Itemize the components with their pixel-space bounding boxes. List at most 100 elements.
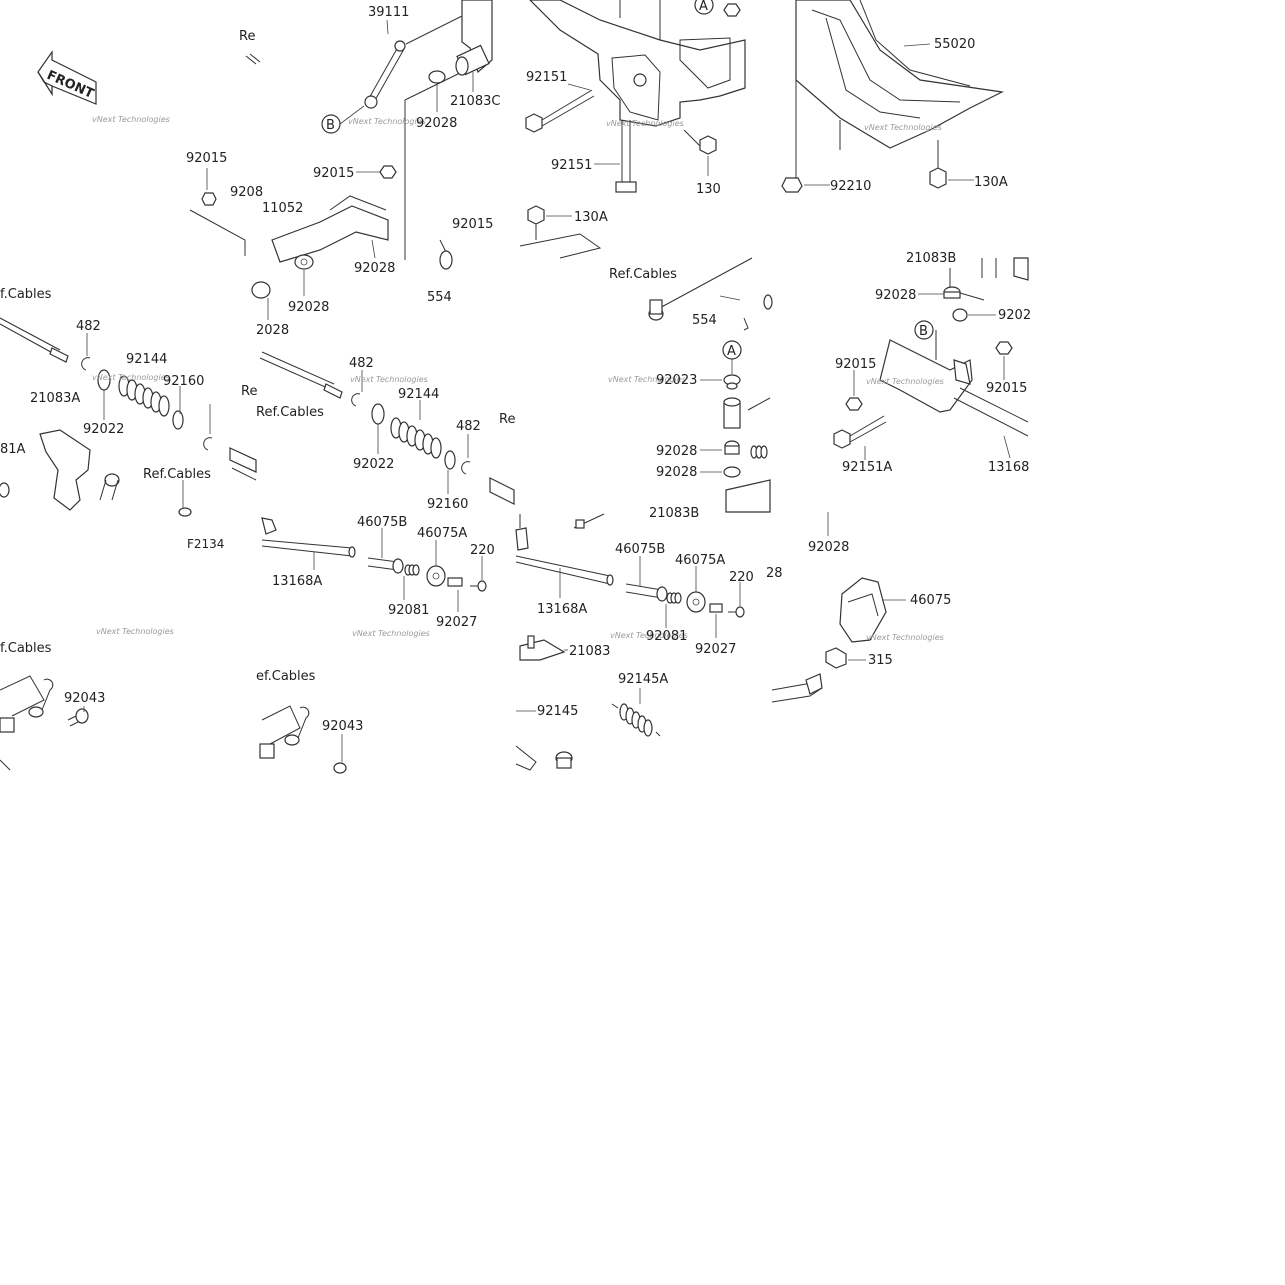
part-label: 92027 — [695, 642, 736, 657]
circle-marker-b-mid-label: B — [919, 324, 928, 339]
part-label: 92151 — [551, 158, 592, 173]
watermark: vNext Technologies — [350, 375, 428, 384]
part-label: f.Cables — [0, 287, 52, 302]
watermark: vNext Technologies — [866, 633, 944, 642]
watermark: vNext Technologies — [610, 631, 688, 640]
part-label: 92015 — [835, 357, 876, 372]
part-label: 92151A — [842, 460, 892, 475]
part-label: 92144 — [126, 352, 167, 367]
part-label: Ref.Cables — [609, 267, 677, 282]
part-label: 21083B — [649, 506, 699, 521]
clevis-assembly-middle — [259, 705, 347, 774]
watermark: vNext Technologies — [606, 119, 684, 128]
part-label: 130 — [696, 182, 721, 197]
part-label: 130A — [974, 175, 1008, 190]
part-label: 554 — [692, 313, 717, 328]
circle-marker-a-top: A — [694, 0, 741, 17]
part-label: 39111 — [368, 5, 409, 20]
part-label: 92015 — [186, 151, 227, 166]
watermark: vNext Technologies — [92, 373, 170, 382]
clevis-assembly-left — [0, 675, 89, 771]
skid-plate-55020 — [781, 0, 1004, 193]
part-label: 92043 — [64, 691, 105, 706]
watermark: vNext Technologies — [608, 375, 686, 384]
part-label: Re — [239, 29, 255, 44]
part-label: 13168A — [537, 602, 587, 617]
part-label: 220 — [470, 543, 495, 558]
part-label: 92015 — [313, 166, 354, 181]
part-label: 92081 — [388, 603, 429, 618]
watermark: vNext Technologies — [866, 377, 944, 386]
circle-marker-a-mid: A — [722, 340, 742, 374]
part-label: 11052 — [262, 201, 303, 216]
part-label: 92081 — [646, 629, 687, 644]
part-label: 92144 — [398, 387, 439, 402]
part-label: 46075A — [417, 526, 467, 541]
shaft-assembly-middle — [515, 513, 745, 638]
pedal-lever-assembly — [515, 635, 661, 771]
part-label: 92028 — [808, 540, 849, 555]
circle-marker-a-label: A — [699, 0, 708, 14]
part-label: 92015 — [986, 381, 1027, 396]
part-label: 92022 — [353, 457, 394, 472]
part-label: 2028 — [256, 323, 289, 338]
part-label: 92151 — [526, 70, 567, 85]
part-label: 46075B — [615, 542, 665, 557]
part-label: 28 — [766, 566, 783, 581]
part-label: 482 — [349, 356, 374, 371]
part-label: 21083B — [906, 251, 956, 266]
part-label: 9202 — [998, 308, 1031, 323]
part-label: 92028 — [416, 116, 457, 131]
part-label: 130A — [574, 210, 608, 225]
part-label: 81A — [0, 442, 26, 457]
shaft-assembly-left — [261, 517, 487, 612]
part-label: 92028 — [875, 288, 916, 303]
part-label: 46075 — [910, 593, 951, 608]
part-label: 92043 — [322, 719, 363, 734]
part-label: ef.Cables — [256, 669, 316, 684]
part-label: 21083C — [450, 94, 500, 109]
watermark: vNext Technologies — [92, 115, 170, 124]
part-label: 92015 — [452, 217, 493, 232]
part-label: Re — [241, 384, 257, 399]
part-label: Ref.Cables — [143, 467, 211, 482]
pedal-pad-46075 — [771, 577, 906, 703]
part-label: Re — [499, 412, 515, 427]
watermark: vNext Technologies — [96, 627, 174, 636]
part-label: 92028 — [656, 444, 697, 459]
part-label: 13168A — [272, 574, 322, 589]
part-label: 92022 — [83, 422, 124, 437]
part-label: 21083A — [30, 391, 80, 406]
cable-spring-assembly-middle — [251, 281, 515, 505]
part-labels: 39111 Re 92151 55020 21083C 92028 92015 … — [0, 5, 1031, 734]
part-label: 554 — [427, 290, 452, 305]
circle-marker-b-mid: B — [914, 320, 934, 340]
pedal-bracket-assembly — [519, 0, 746, 259]
part-label: 92028 — [288, 300, 329, 315]
brake-pedal-linkage — [189, 0, 493, 296]
pedal-shaft-assembly-right — [827, 257, 1029, 536]
part-label: 92145A — [618, 672, 668, 687]
part-label: 315 — [868, 653, 893, 668]
part-label: 13168 — [988, 460, 1029, 475]
part-label: f.Cables — [0, 641, 52, 656]
front-arrow: FRONT — [37, 50, 97, 105]
watermark: vNext Technologies — [348, 117, 426, 126]
part-label: 92028 — [354, 261, 395, 276]
part-label: 92210 — [830, 179, 871, 194]
part-label: 92028 — [656, 465, 697, 480]
circle-marker-b-label: B — [326, 118, 335, 133]
part-label: 92023 — [656, 373, 697, 388]
watermark: vNext Technologies — [352, 629, 430, 638]
pedal-pivot-assembly — [648, 257, 773, 513]
part-label: 92027 — [436, 615, 477, 630]
part-label: 92145 — [537, 704, 578, 719]
watermarks: vNext Technologies vNext Technologies vN… — [92, 115, 944, 642]
part-label: Ref.Cables — [256, 405, 324, 420]
part-label: 55020 — [934, 37, 975, 52]
part-label: 220 — [729, 570, 754, 585]
part-label: 21083 — [569, 644, 610, 659]
cable-spring-assembly-left — [0, 317, 257, 517]
circle-marker-b-top: B — [321, 114, 341, 134]
